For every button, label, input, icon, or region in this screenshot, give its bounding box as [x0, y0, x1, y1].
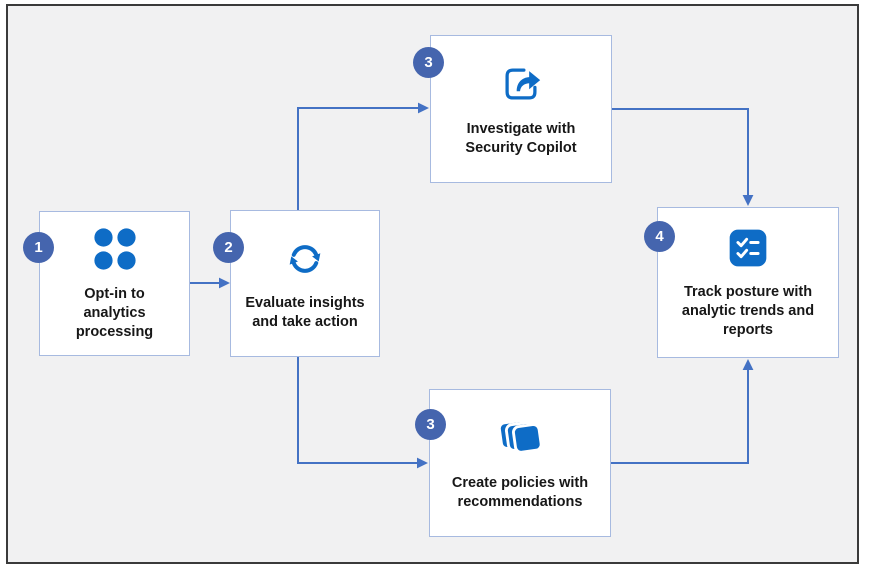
step-label: Track posture with analytic trends and r…	[681, 283, 815, 338]
step-box-opt-in: 1 Opt-in to analytics processing	[23, 211, 190, 356]
step-box-investigate: 3 Investigate with Security Copilot	[413, 35, 612, 183]
step-label: Opt-in to analytics processing	[75, 285, 154, 340]
task-checklist-icon	[726, 226, 770, 270]
step-number-badge: 1	[23, 232, 54, 263]
stacked-policies-icon	[497, 415, 543, 461]
step-box-track-posture: 4 Track posture with analytic trends and…	[644, 207, 839, 358]
step-box-evaluate: 2 Evaluate insights and take action	[213, 210, 380, 357]
share-arrow-icon	[498, 61, 544, 107]
step-number-badge: 3	[413, 47, 444, 78]
sync-arrows-icon	[282, 235, 328, 281]
step-label: Investigate with Security Copilot	[465, 120, 577, 156]
step-number-badge: 2	[213, 232, 244, 263]
step-number-badge: 4	[644, 221, 675, 252]
step-number-badge: 3	[415, 409, 446, 440]
step-label: Evaluate insights and take action	[245, 295, 365, 330]
step-box-create-policies: 3 Create policies with recommendations	[415, 389, 611, 537]
step-label: Create policies with recommendations	[451, 474, 589, 510]
apps-dots-icon	[92, 226, 138, 272]
